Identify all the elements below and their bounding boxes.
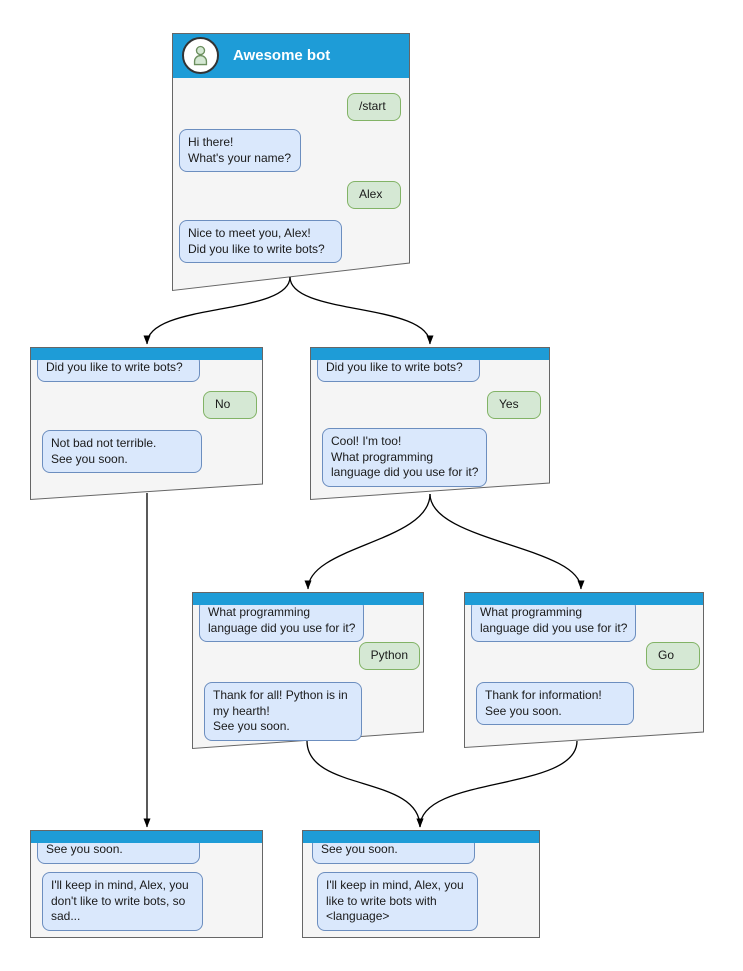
- window-titlebar: [311, 348, 549, 360]
- chat-window-no: Did you like to write bots? No Not bad n…: [30, 347, 263, 501]
- chat-window-end-no: See you soon. I'll keep in mind, Alex, y…: [30, 830, 263, 938]
- chat-window-python: What programming language did you use fo…: [192, 592, 424, 750]
- window-titlebar: Awesome bot: [173, 34, 409, 78]
- user-message-answer: Go: [646, 642, 700, 670]
- arrow-python-to-end: [306, 740, 424, 828]
- chat-window-yes: Did you like to write bots? Yes Cool! I'…: [310, 347, 550, 501]
- window-titlebar: [31, 348, 262, 360]
- bot-message-reply: Not bad not terrible. See you soon.: [42, 430, 202, 474]
- chat-window-go: What programming language did you use fo…: [464, 592, 704, 749]
- bot-message-reply: Thank for all! Python is in my hearth! S…: [204, 682, 362, 741]
- arrow-yes-to-go: [429, 493, 585, 590]
- window-titlebar: [31, 831, 262, 843]
- window-titlebar: [303, 831, 539, 843]
- arrow-go-to-end: [416, 740, 578, 828]
- bot-message-question: What programming language did you use fo…: [199, 599, 365, 643]
- user-message-answer: Yes: [487, 391, 541, 419]
- bot-message-question: What programming language did you use fo…: [471, 599, 637, 643]
- person-icon: [193, 45, 208, 66]
- chat-window-main: /start Hi there! What's your name? Alex …: [172, 33, 410, 292]
- bot-message-greeting: Hi there! What's your name?: [179, 129, 301, 173]
- window-titlebar: [465, 593, 703, 605]
- user-message-name: Alex: [347, 181, 401, 209]
- bot-message-reply: I'll keep in mind, Alex, you like to wri…: [317, 872, 478, 931]
- avatar: [182, 37, 219, 74]
- window-titlebar: [193, 593, 423, 605]
- user-message-answer: Python: [358, 642, 420, 670]
- user-message-answer: No: [203, 391, 257, 419]
- user-message-start: /start: [347, 93, 401, 121]
- chat-window-end-yes: See you soon. I'll keep in mind, Alex, y…: [302, 830, 540, 938]
- bot-message-ask-bots: Nice to meet you, Alex! Did you like to …: [179, 220, 342, 264]
- arrow-yes-to-python: [304, 493, 431, 590]
- window-title: Awesome bot: [233, 47, 331, 64]
- bot-message-reply: Thank for information! See you soon.: [476, 682, 634, 726]
- bot-message-reply: Cool! I'm too! What programming language…: [322, 428, 488, 487]
- bot-message-reply: I'll keep in mind, Alex, you don't like …: [42, 872, 203, 931]
